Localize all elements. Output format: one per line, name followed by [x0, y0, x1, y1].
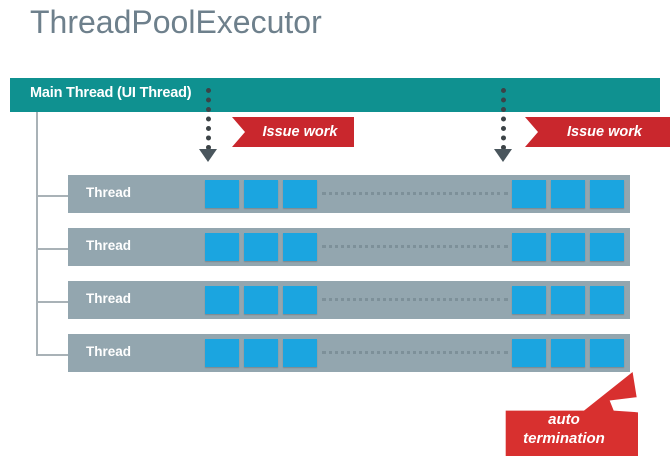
auto-termination-line1: auto: [548, 411, 580, 428]
thread-row: Thread: [68, 281, 630, 319]
task-block: [205, 180, 239, 208]
thread-row: Thread: [68, 175, 630, 213]
thread-row: Thread: [68, 334, 630, 372]
task-block: [512, 339, 546, 367]
task-block: [590, 339, 624, 367]
task-block: [551, 286, 585, 314]
task-block: [512, 180, 546, 208]
task-block: [244, 286, 278, 314]
auto-termination-line2: termination: [523, 430, 605, 447]
main-thread-label: Main Thread (UI Thread): [30, 85, 192, 101]
auto-termination-callout: auto termination: [503, 372, 638, 456]
issue-work-banner-1: Issue work: [232, 117, 354, 147]
thread-row-label: Thread: [86, 185, 132, 200]
arrow-down-icon: [494, 149, 512, 162]
arrow-down-icon: [199, 149, 217, 162]
task-block: [205, 286, 239, 314]
issue-work-banner-2: Issue work: [525, 117, 670, 147]
issue-work-arrow-1: [199, 88, 217, 162]
page-title: ThreadPoolExecutor: [30, 4, 322, 40]
task-block: [590, 180, 624, 208]
idle-dots: [322, 298, 508, 301]
main-thread-bar: Main Thread (UI Thread): [10, 78, 660, 112]
idle-dots: [322, 245, 508, 248]
task-block: [283, 180, 317, 208]
task-block: [205, 339, 239, 367]
pool-bracket-branch-1: [36, 195, 70, 197]
task-block: [283, 233, 317, 261]
idle-dots: [322, 192, 508, 195]
auto-termination-text: auto termination: [503, 410, 625, 448]
idle-dots: [322, 351, 508, 354]
dotted-line-icon: [206, 88, 211, 150]
thread-row-label: Thread: [86, 291, 132, 306]
task-block: [512, 233, 546, 261]
task-block: [283, 286, 317, 314]
dotted-line-icon: [501, 88, 506, 150]
task-block: [244, 180, 278, 208]
thread-row-label: Thread: [86, 238, 132, 253]
pool-bracket-branch-2: [36, 248, 70, 250]
task-block: [244, 233, 278, 261]
task-block: [551, 339, 585, 367]
task-block: [590, 286, 624, 314]
issue-work-arrow-2: [494, 88, 512, 162]
pool-bracket-branch-3: [36, 301, 70, 303]
pool-bracket-trunk: [36, 112, 38, 355]
thread-row: Thread: [68, 228, 630, 266]
task-block: [551, 233, 585, 261]
task-block: [283, 339, 317, 367]
pool-bracket-branch-4: [36, 354, 70, 356]
thread-row-label: Thread: [86, 344, 132, 359]
task-block: [244, 339, 278, 367]
task-block: [590, 233, 624, 261]
task-block: [512, 286, 546, 314]
task-block: [205, 233, 239, 261]
task-block: [551, 180, 585, 208]
